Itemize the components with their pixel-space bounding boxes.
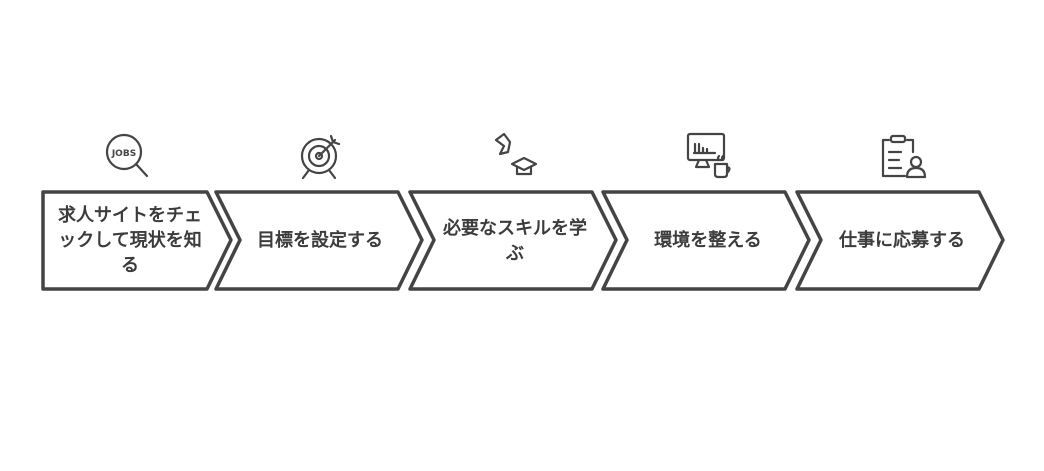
step-1-shape: [41, 190, 233, 291]
step-4-shape: [601, 190, 811, 291]
step-3-shape: [408, 190, 618, 291]
step-3-label: 必要なスキルを学ぶ: [443, 217, 587, 264]
step-5-shape: [795, 190, 1005, 291]
graduation-cap-icon: [494, 132, 538, 176]
jobs-search-icon: JOBS: [105, 133, 149, 178]
step-2-shape: [214, 190, 424, 291]
clipboard-person-icon: [881, 134, 927, 179]
step-4-label: 環境を整える: [654, 230, 762, 251]
monitor-coffee-icon: [686, 132, 731, 179]
step-1-label: 求人サイトをチェックして現状を知る: [58, 205, 202, 276]
target-icon: [300, 134, 341, 180]
step-5-label: 仕事に応募する: [839, 230, 965, 251]
step-2-label: 目標を設定する: [257, 230, 383, 251]
svg-text:JOBS: JOBS: [111, 149, 136, 159]
